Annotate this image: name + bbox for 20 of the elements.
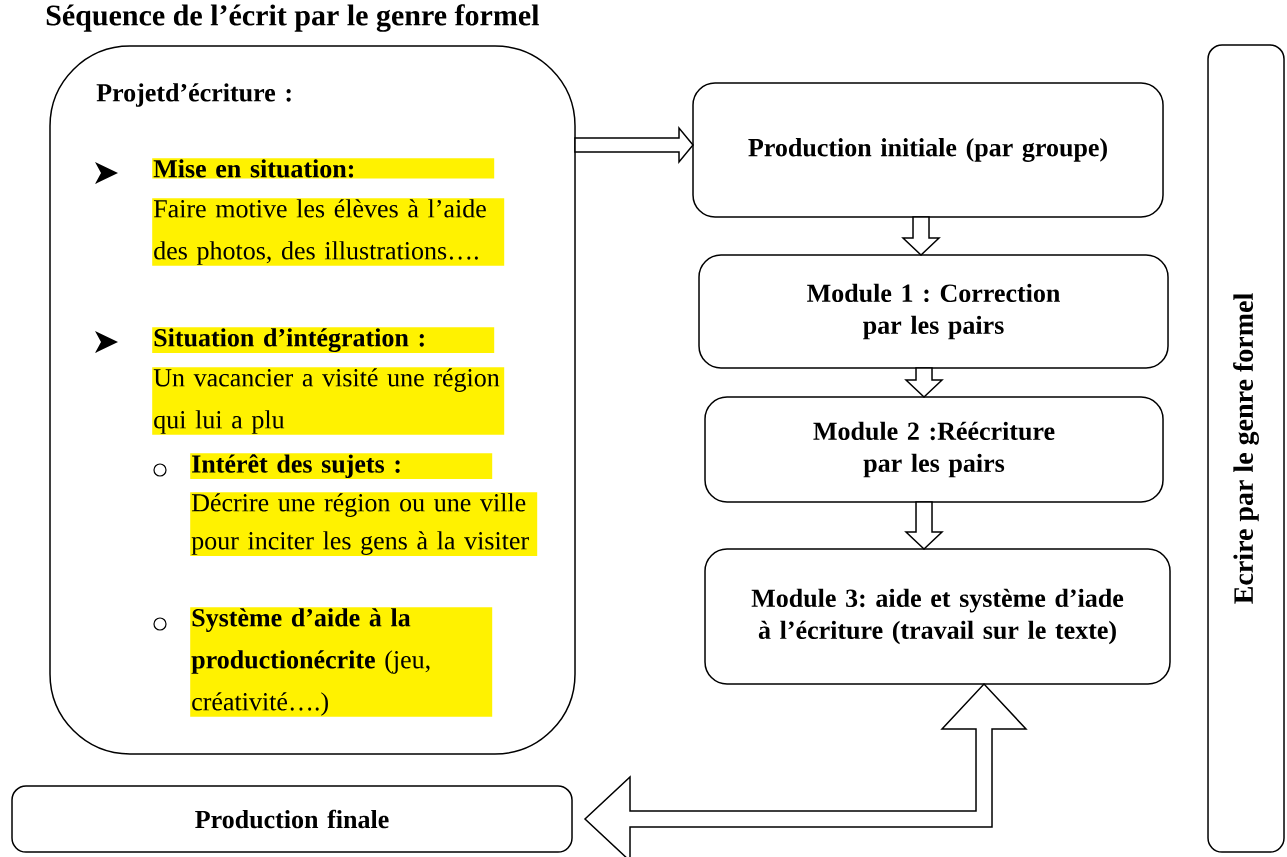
highlighted-text: Décrire une région ou une ville pour inciter les gens à la visiter [190, 492, 538, 556]
vertical-label-box: Ecrire par le genre formel [1207, 44, 1285, 853]
process-box: Module 1 : Correction par les pairs [698, 254, 1169, 369]
block-arrow [901, 216, 941, 257]
highlighted-heading: Mise en situation: [152, 158, 495, 179]
highlighted-heading: Situation d’intégration : [152, 327, 495, 353]
process-box: Module 2 :Réécriture par les pairs [704, 396, 1164, 503]
highlighted-text: Un vacancier a visité une région qui lui a plu [152, 367, 505, 435]
block-arrow [583, 682, 1028, 857]
process-box: Production finale [11, 785, 573, 853]
block-arrow [904, 501, 944, 551]
process-box: Module 3: aide et système d’iade à l’écriture (travail sur le texte) [704, 548, 1171, 685]
heading-text: Projetd’écriture : [96, 83, 291, 107]
highlighted-text: Système d’aide à la productionécrite (jeu, créativité….) [190, 607, 493, 717]
process-box: Production initiale (par groupe) [692, 82, 1164, 218]
title: Séquence de l’écrit par le genre formel [46, 4, 539, 32]
block-arrow [904, 367, 944, 399]
block-arrow [574, 125, 694, 165]
highlighted-text: Faire motive les élèves à l’aide des photos, des illustrations…. [152, 198, 505, 266]
highlighted-heading: Intérêt des sujets : [190, 453, 493, 480]
